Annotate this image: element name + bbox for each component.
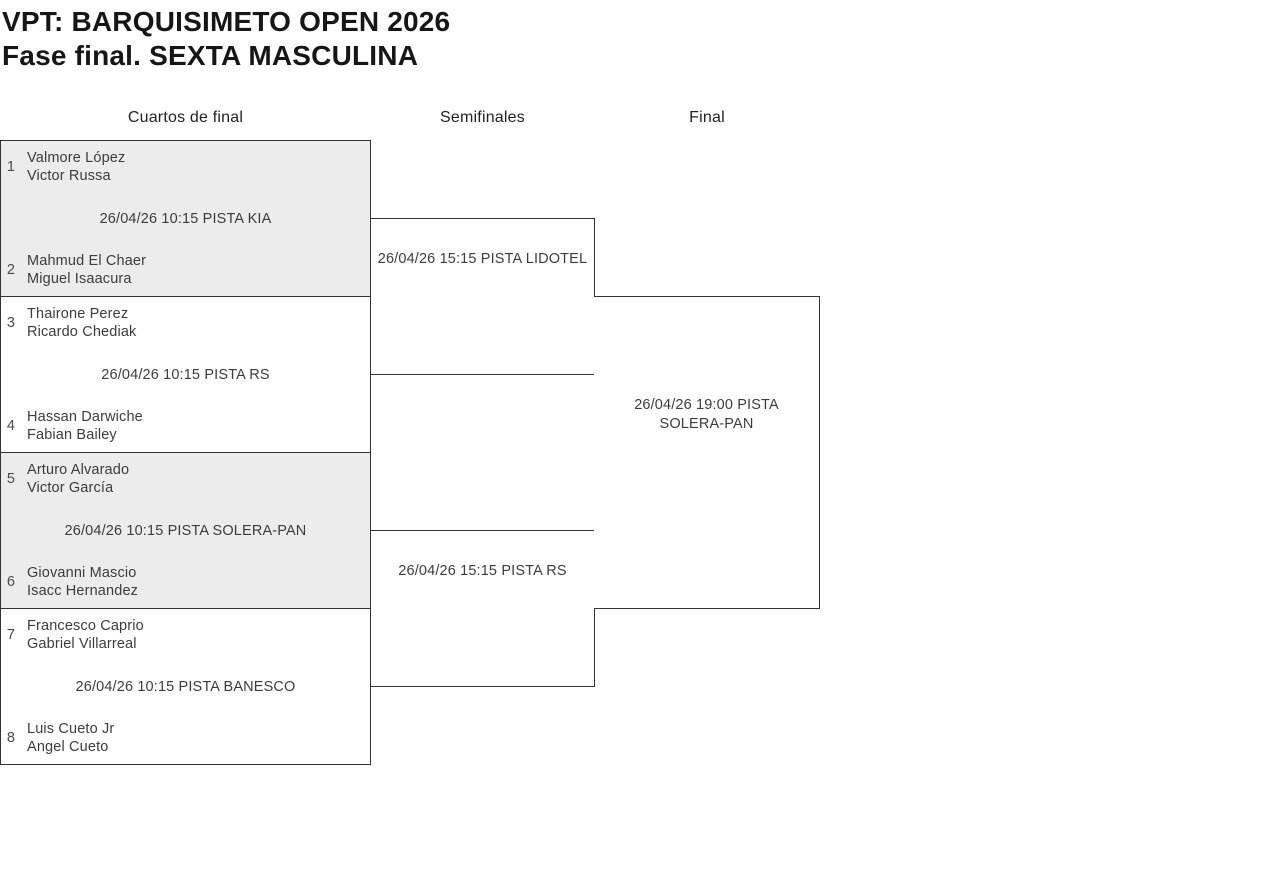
final-match[interactable]: 26/04/26 19:00 PISTA SOLERA-PAN <box>594 296 820 609</box>
match-schedule: 26/04/26 19:00 PISTA SOLERA-PAN <box>594 396 819 434</box>
seed-number: 1 <box>6 159 16 175</box>
team-slot: 4 Hassan Darwiche Fabian Bailey <box>1 408 370 444</box>
team-names: Hassan Darwiche Fabian Bailey <box>21 408 143 444</box>
match-schedule-text: 26/04/26 19:00 PISTA SOLERA-PAN <box>634 397 779 432</box>
page-title: VPT: BARQUISIMETO OPEN 2026 Fase final. … <box>2 5 450 73</box>
player-name: Victor Russa <box>27 168 111 184</box>
player-name: Francesco Caprio <box>27 618 144 634</box>
seed-number: 8 <box>6 730 16 746</box>
team-slot: 3 Thairone Perez Ricardo Chediak <box>1 305 370 341</box>
player-name: Isacc Hernandez <box>27 583 139 599</box>
match-schedule: 26/04/26 10:15 PISTA SOLERA-PAN <box>64 522 307 539</box>
team-slot: 2 Mahmud El Chaer Miguel Isaacura <box>1 252 370 288</box>
team-names: Arturo Alvarado Victor García <box>21 461 129 497</box>
team-names: Giovanni Mascio Isacc Hernandez <box>21 564 138 600</box>
match-schedule: 26/04/26 10:15 PISTA KIA <box>99 210 272 227</box>
seed-number: 2 <box>6 262 16 278</box>
match-schedule: 26/04/26 10:15 PISTA BANESCO <box>75 678 296 695</box>
round-header-final: Final <box>689 109 725 126</box>
quarterfinal-match-1[interactable]: 1 Valmore López Victor Russa 26/04/26 10… <box>0 140 371 297</box>
player-name: Arturo Alvarado <box>27 462 130 478</box>
semifinal-match-2[interactable]: 26/04/26 15:15 PISTA RS <box>370 530 595 687</box>
player-name: Fabian Bailey <box>27 427 117 443</box>
player-name: Hassan Darwiche <box>27 409 143 425</box>
match-schedule: 26/04/26 10:15 PISTA RS <box>101 366 270 383</box>
player-name: Miguel Isaacura <box>27 271 132 287</box>
player-name: Valmore López <box>27 150 126 166</box>
semifinal-match-1[interactable]: 26/04/26 15:15 PISTA LIDOTEL <box>370 218 595 375</box>
team-names: Mahmud El Chaer Miguel Isaacura <box>21 252 146 288</box>
quarterfinal-match-4[interactable]: 7 Francesco Caprio Gabriel Villarreal 26… <box>0 608 371 765</box>
player-name: Luis Cueto Jr <box>27 721 115 737</box>
team-slot: 6 Giovanni Mascio Isacc Hernandez <box>1 564 370 600</box>
quarterfinal-match-3[interactable]: 5 Arturo Alvarado Victor García 26/04/26… <box>0 452 371 609</box>
tournament-name: VPT: BARQUISIMETO OPEN 2026 <box>2 6 451 37</box>
quarterfinal-match-2[interactable]: 3 Thairone Perez Ricardo Chediak 26/04/2… <box>0 296 371 453</box>
round-header-cuartos-de-final: Cuartos de final <box>127 109 244 126</box>
round-header-semifinales: Semifinales <box>440 109 525 126</box>
player-name: Thairone Perez <box>27 306 129 322</box>
match-schedule: 26/04/26 15:15 PISTA LIDOTEL <box>377 251 588 267</box>
team-slot: 8 Luis Cueto Jr Angel Cueto <box>1 720 370 756</box>
player-name: Gabriel Villarreal <box>27 636 137 652</box>
player-name: Giovanni Mascio <box>27 565 137 581</box>
seed-number: 4 <box>6 418 16 434</box>
team-names: Thairone Perez Ricardo Chediak <box>21 305 136 341</box>
seed-number: 3 <box>6 315 16 331</box>
seed-number: 5 <box>6 471 16 487</box>
seed-number: 7 <box>6 627 16 643</box>
seed-number: 6 <box>6 574 16 590</box>
team-names: Francesco Caprio Gabriel Villarreal <box>21 617 144 653</box>
player-name: Ricardo Chediak <box>27 324 137 340</box>
player-name: Angel Cueto <box>27 739 109 755</box>
player-name: Victor García <box>27 480 114 496</box>
team-slot: 1 Valmore López Victor Russa <box>1 149 370 185</box>
phase-category: Fase final. SEXTA MASCULINA <box>2 40 419 71</box>
player-name: Mahmud El Chaer <box>27 253 147 269</box>
team-names: Luis Cueto Jr Angel Cueto <box>21 720 114 756</box>
team-slot: 7 Francesco Caprio Gabriel Villarreal <box>1 617 370 653</box>
team-slot: 5 Arturo Alvarado Victor García <box>1 461 370 497</box>
team-names: Valmore López Victor Russa <box>21 149 125 185</box>
match-schedule: 26/04/26 15:15 PISTA RS <box>398 563 567 579</box>
